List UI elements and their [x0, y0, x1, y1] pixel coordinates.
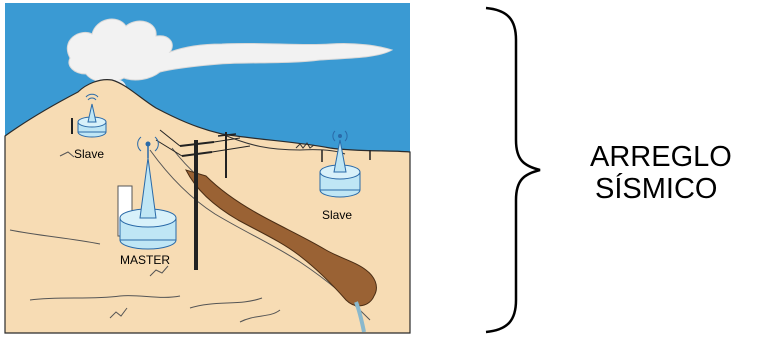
master-label: MASTER	[120, 253, 170, 267]
slave-left-label: Slave	[74, 147, 104, 161]
sismico-label: SÍSMICO	[595, 172, 717, 205]
slave-right-label: Slave	[322, 208, 352, 222]
illustration-panel: Slave Slave MASTER	[5, 3, 410, 333]
curly-brace-icon	[486, 8, 540, 332]
arreglo-label: ARREGLO	[590, 141, 732, 173]
